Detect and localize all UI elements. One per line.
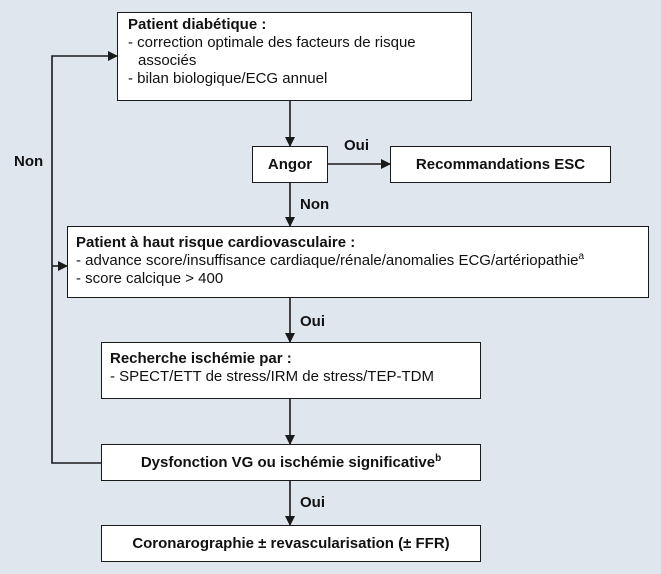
ischemia-search-line-1: - SPECT/ETT de stress/IRM de stress/TEP-… [110, 368, 434, 385]
high-risk-patient-box: Patient à haut risque cardiovasculaire :… [67, 226, 649, 298]
ischemia-search-box: Recherche ischémie par : - SPECT/ETT de … [101, 342, 481, 399]
footnote-b: b [435, 452, 442, 464]
coronarography-box: Coronarographie ± revascularisation (± F… [101, 525, 481, 562]
high-risk-line-2: - score calcique > 400 [76, 270, 224, 287]
angor-box: Angor [252, 146, 328, 183]
footnote-a: a [578, 251, 585, 262]
label-non-loop: Non [14, 153, 44, 170]
dysfunction-label: Dysfonction VG ou ischémie significative… [140, 452, 442, 472]
dysfunction-text: Dysfonction VG ou ischémie significative [140, 453, 436, 471]
diabetic-patient-box: Patient diabétique : - correction optima… [117, 12, 472, 101]
esc-recommendations-box: Recommandations ESC [390, 146, 611, 183]
loop-line [51, 51, 118, 464]
diabetic-line-1: - correction optimale des facteurs de ri… [128, 34, 416, 51]
label-non-highrisk: Non [300, 196, 330, 213]
coronaro-label: Coronarographie ± revascularisation (± F… [132, 534, 450, 552]
esc-label: Recommandations ESC [415, 155, 586, 173]
diabetic-title: Patient diabétique : [128, 16, 267, 33]
label-oui-coronaro: Oui [300, 494, 325, 511]
dysfunction-box: Dysfonction VG ou ischémie significative… [101, 444, 481, 481]
high-risk-line-1: - advance score/insuffisance cardiaque/r… [76, 252, 640, 270]
ischemia-search-title: Recherche ischémie par : [110, 350, 292, 367]
high-risk-title: Patient à haut risque cardiovasculaire : [76, 234, 356, 251]
diabetic-line-2: associés [138, 52, 197, 69]
angor-label: Angor [267, 155, 313, 173]
high-risk-line-1-text: - advance score/insuffisance cardiaque/r… [76, 252, 579, 269]
label-oui-search: Oui [300, 313, 325, 330]
diabetic-line-3: - bilan biologique/ECG annuel [128, 70, 328, 87]
label-oui-esc: Oui [344, 137, 369, 154]
